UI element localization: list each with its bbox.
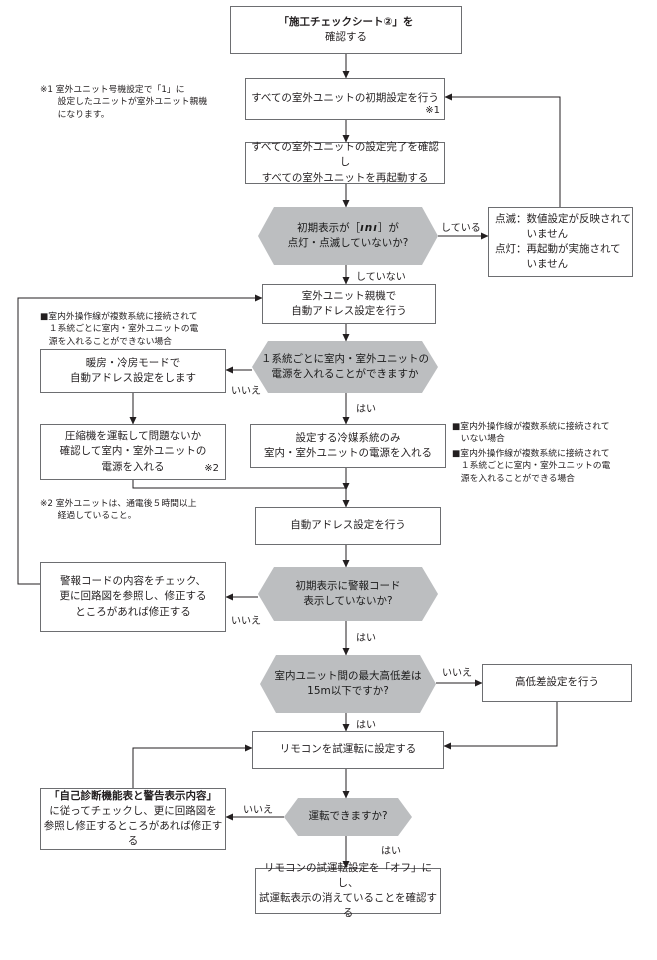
height-question-text: 室内ユニット間の最大高低差は 15m以下ですか? [274,669,422,697]
label-no-alarm: いいえ [231,616,261,627]
label-yes-alarm: はい [356,633,376,644]
initial-setting-text: すべての室外ユニットの初期設定を行う [251,92,439,105]
power-on-system-box: 設定する冷媒系統のみ 室内・室外ユニットの電源を入れる [250,424,446,468]
heating-cooling-box: 暖房・冷房モードで 自動アドレス設定をします [40,349,226,393]
remote-test-text: リモコンを試運転に設定する [279,743,417,756]
display-question-post: ］が [377,221,399,234]
height-setting-text: 高低差設定を行う [515,676,599,689]
edge-check-loop-to-master [17,294,263,585]
label-yes-height: はい [356,720,376,731]
final-text: リモコンの試運転設定を「オフ」にし、 試運転表示の消えていることを確認する [259,861,437,920]
confirm-restart-text: すべての室外ユニットの設定完了を確認し すべての室外ユニットを再起動する [251,141,439,184]
edge-diag-loop-to-remote [132,744,253,788]
display-question-line2: 点灯・点滅していないか? [287,237,409,249]
master-auto-address-box: 室外ユニット親機で 自動アドレス設定を行う [262,284,436,324]
initial-setting-box: すべての室外ユニットの初期設定を行う ※1 [245,78,445,120]
compressor-text: 圧縮機を運転して問題ないか 確認して室内・室外ユニットの 電源を入れる [59,430,207,473]
compressor-mark: ※2 [204,462,219,474]
alarm-check-text: 警報コードの内容をチェック、 更に回路図を参照し、修正する ところがあれば修正す… [59,575,207,618]
display-question-shape [258,207,438,265]
run-question-hex: 運転できますか? [284,798,412,836]
alarm-question-shape [258,567,438,621]
label-yes-power: はい [356,404,376,415]
label-no-power: いいえ [231,386,261,397]
right-condition-note-1: ■室内外操作線が複数系統に接続されて いない場合 [452,422,610,445]
right-condition-note-2: ■室内外操作線が複数系統に接続されて １系統ごとに室内・室外ユニットの電 源を入… [452,449,611,484]
power-on-system-text: 設定する冷媒系統のみ 室内・室外ユニットの電源を入れる [264,431,432,459]
power-question-shape [252,341,438,393]
power-question-text: １系統ごとに室内・室外ユニットの 電源を入れることができますか [261,352,429,380]
alarm-check-box: 警報コードの内容をチェック、 更に回路図を参照し、修正する ところがあれば修正す… [40,562,226,632]
display-question-hex: 初期表示が［ını］が 点灯・点滅していないか? [258,207,438,265]
power-question-hex: １系統ごとに室内・室外ユニットの 電源を入れることができますか [252,341,438,393]
check-sheet-text: 確認する [324,31,367,43]
check-sheet-title: 「施工チェックシート②」を [278,15,414,28]
auto-address-box: 自動アドレス設定を行う [255,507,441,545]
master-auto-address-text: 室外ユニット親機で 自動アドレス設定を行う [291,289,407,317]
note-2: ※2 室外ユニットは、通電後５時間以上 経過していること。 [40,499,197,522]
height-question-shape [260,655,436,713]
run-question-text: 運転できますか? [308,810,388,823]
run-question-shape [284,798,412,836]
final-box: リモコンの試運転設定を「オフ」にし、 試運転表示の消えていることを確認する [255,862,441,919]
alarm-question-hex: 初期表示に警報コード 表示していないか? [258,567,438,621]
left-condition-note: ■室内外操作線が複数系統に接続されて １系統ごとに室内・室外ユニットの電 源を入… [40,312,199,347]
check-sheet-box: 「施工チェックシート②」を確認する [230,6,462,54]
display-question-pre: 初期表示が［ [297,221,361,234]
self-diag-box: 「自己診断機能表と警告表示内容」に従ってチェックし、更に回路図を 参照し修正する… [40,788,226,850]
initial-setting-mark: ※1 [425,104,440,116]
remote-test-box: リモコンを試運転に設定する [252,731,444,769]
label-doing: している [441,223,481,234]
edge-setting-to-remote [443,702,558,750]
height-setting-box: 高低差設定を行う [482,664,632,702]
blink-note-box: 点滅：数値設定が反映されて いません 点灯：再起動が実施されて いません [488,207,633,277]
label-yes-run: はい [381,846,401,857]
blink-note-text: 点滅：数値設定が反映されて いません 点灯：再起動が実施されて いません [495,212,632,271]
heating-cooling-text: 暖房・冷房モードで 自動アドレス設定をします [70,356,196,384]
note-1: ※1 室外ユニット号機設定で「1」に 設定したユニットが室外ユニット親機 になり… [40,85,208,120]
label-no-height: いいえ [442,668,472,679]
self-diag-title: 「自己診断機能表と警告表示内容」 [49,789,217,802]
alarm-question-text: 初期表示に警報コード 表示していないか? [295,579,401,607]
auto-address-text: 自動アドレス設定を行う [290,519,406,532]
self-diag-text: に従ってチェックし、更に回路図を 参照し修正するところがあれば修正する [43,804,223,848]
confirm-restart-box: すべての室外ユニットの設定完了を確認し すべての室外ユニットを再起動する [245,141,445,184]
label-no-run: いいえ [243,805,273,816]
display-question-code: ını [360,221,378,234]
compressor-box: 圧縮機を運転して問題ないか 確認して室内・室外ユニットの 電源を入れる ※2 [40,424,226,480]
edge-compressor-to-auto [132,480,350,508]
edge-blink-back-to-initial [444,93,561,207]
height-question-hex: 室内ユニット間の最大高低差は 15m以下ですか? [260,655,436,713]
label-not-doing: していない [356,272,406,283]
